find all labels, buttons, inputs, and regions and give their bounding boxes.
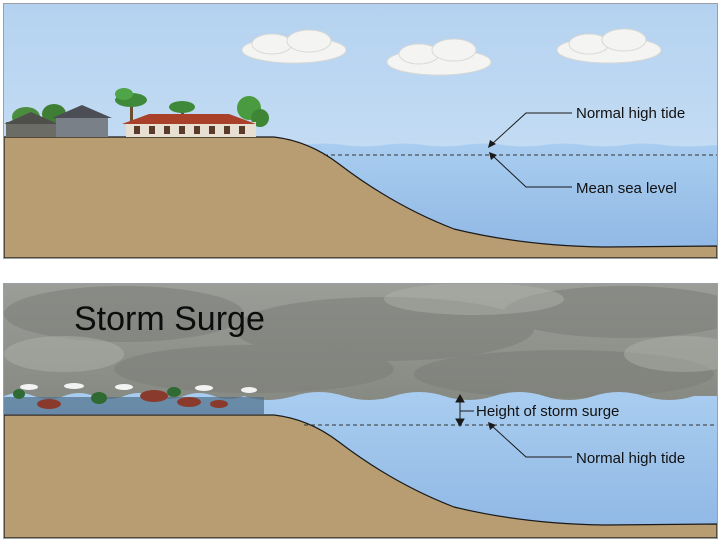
- cloud: [556, 28, 662, 64]
- normal-high-tide-label: Normal high tide: [576, 450, 685, 467]
- cloud: [241, 29, 347, 64]
- arrow-head-icon: [488, 422, 496, 430]
- storm-cloud: [4, 286, 717, 398]
- flooded-houses: [4, 383, 264, 414]
- normal-high-tide-leader: [491, 425, 572, 458]
- land-profile: [4, 136, 717, 258]
- storm-cloud: [4, 284, 717, 372]
- mean-sea-level-leader: [492, 155, 572, 188]
- mean-sea-level-label: Mean sea level: [576, 180, 677, 197]
- height-of-storm-surge-label: Height of storm surge: [476, 403, 619, 420]
- normal-conditions-panel: Normal high tide Mean sea level: [3, 3, 718, 259]
- house-icon: [4, 105, 256, 137]
- normal-conditions-diagram: Normal high tide Mean sea level: [4, 4, 717, 258]
- normal-high-tide-label: Normal high tide: [576, 105, 685, 122]
- normal-high-tide-leader: [491, 112, 572, 145]
- storm-surge-panel: Storm Surge Height of storm surge Normal…: [3, 283, 718, 539]
- land-profile: [4, 414, 717, 538]
- arrow-head-icon: [489, 152, 497, 160]
- storm-surge-diagram: Storm Surge Height of storm surge Normal…: [4, 284, 717, 538]
- storm-surge-title: Storm Surge: [74, 300, 265, 338]
- cloud: [386, 38, 492, 76]
- arrow-head-icon: [488, 140, 496, 148]
- surge-height-arrow: [455, 393, 474, 428]
- coastal-houses: [4, 88, 269, 137]
